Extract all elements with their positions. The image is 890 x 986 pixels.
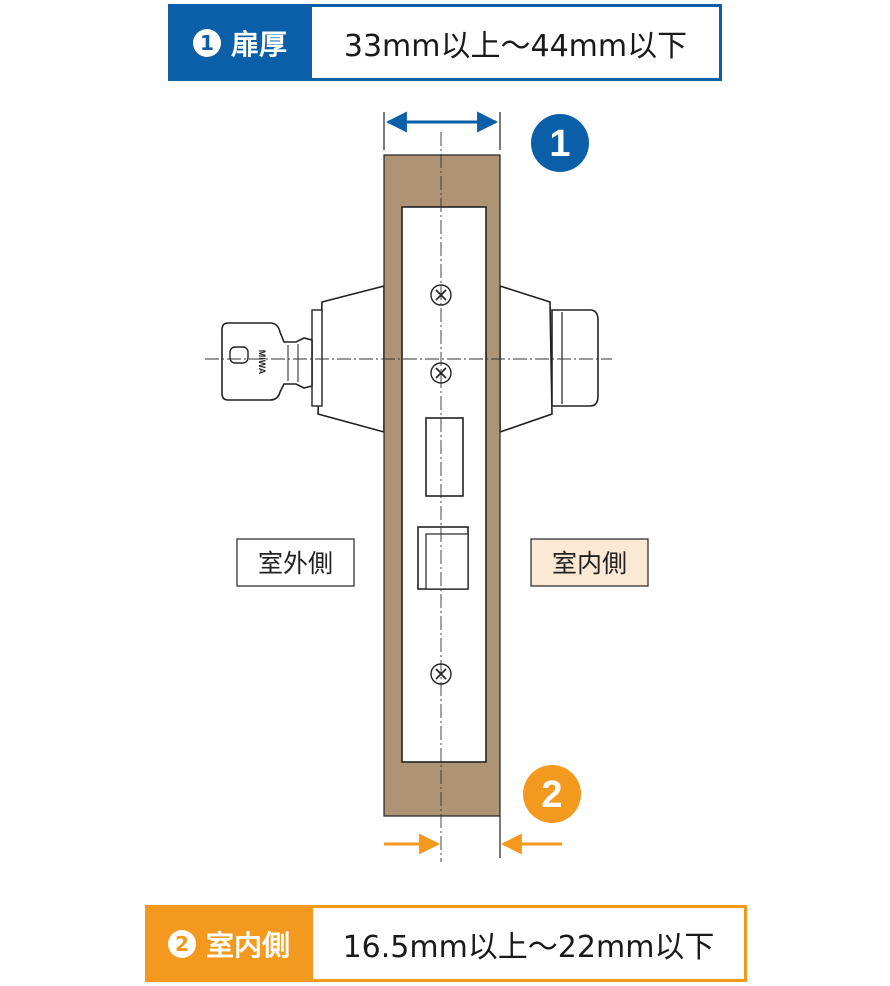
spec-door-thickness-title: 扉厚 — [230, 27, 287, 61]
dimension-door-thickness — [383, 111, 501, 150]
key-cylinder — [311, 309, 323, 407]
spec-inside-side-value: 16.5mm以上〜22mm以下 — [313, 905, 747, 982]
spec-inside-side-title: 室内側 — [205, 928, 290, 962]
number-badge-2: 2 — [167, 929, 196, 958]
latch — [417, 526, 469, 590]
deadbolt-slot — [425, 417, 464, 497]
spec-door-thickness-header: 1 扉厚 — [168, 4, 312, 81]
thumb-turn-knob — [551, 309, 599, 407]
spec-inside-side-header: 2 室内側 — [145, 905, 313, 982]
spec-door-thickness-value: 33mm以上〜44mm以下 — [312, 4, 722, 81]
spec-inside-side: 2 室内側 16.5mm以上〜22mm以下 — [145, 905, 747, 982]
label-inside-text: 室内側 — [552, 549, 627, 578]
key-icon: MIWA — [221, 322, 313, 401]
dimension-inside-side — [384, 816, 562, 858]
marker-1: 1 — [531, 114, 589, 172]
marker-1-label: 1 — [549, 123, 570, 165]
key-brand-label: MIWA — [257, 350, 267, 375]
spec-door-thickness: 1 扉厚 33mm以上〜44mm以下 — [168, 4, 722, 81]
label-inside-side: 室内側 — [530, 538, 649, 587]
marker-2: 2 — [523, 765, 581, 823]
marker-2-label: 2 — [541, 774, 562, 816]
label-outside-side: 室外側 — [236, 538, 355, 587]
number-badge-1: 1 — [192, 28, 221, 57]
label-outside-text: 室外側 — [258, 549, 333, 578]
